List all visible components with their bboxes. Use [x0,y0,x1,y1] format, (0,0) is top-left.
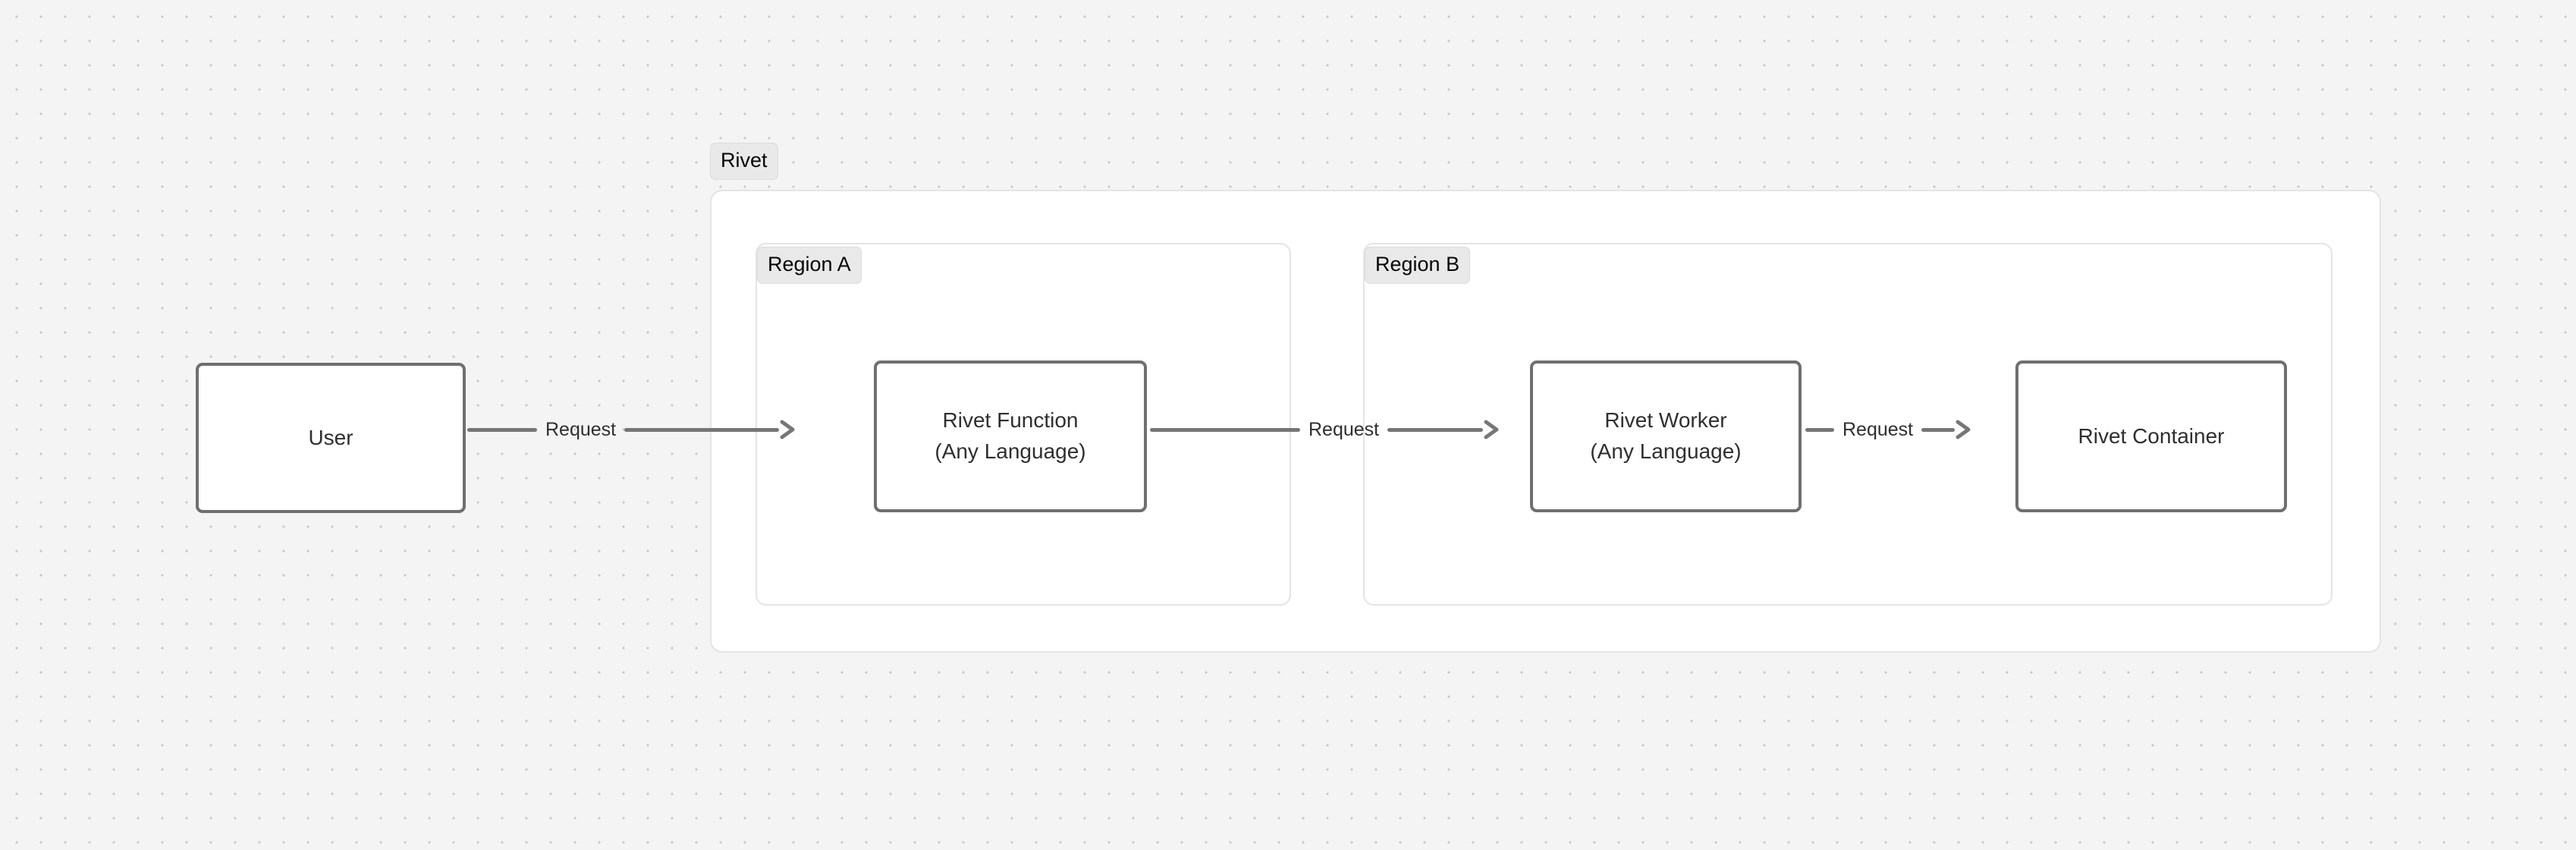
edge-line-segment [467,427,537,432]
node-rivet-function-title: Rivet Function [942,408,1079,433]
node-rivet-container-title: Rivet Container [2078,423,2225,448]
node-rivet-function[interactable]: Rivet Function (Any Language) [874,360,1147,512]
node-rivet-worker-subtitle: (Any Language) [1590,439,1742,463]
group-label-region-b: Region B [1365,247,1471,284]
node-rivet-worker[interactable]: Rivet Worker (Any Language) [1530,360,1802,512]
edge-label-request: Request [545,418,617,440]
group-label-region-a: Region A [757,247,862,284]
node-user[interactable]: User [196,363,466,513]
node-rivet-function-subtitle: (Any Language) [935,439,1086,463]
node-rivet-container[interactable]: Rivet Container [2015,360,2287,512]
node-rivet-worker-title: Rivet Worker [1604,408,1727,433]
group-label-rivet: Rivet [710,143,778,180]
node-user-title: User [308,425,353,449]
